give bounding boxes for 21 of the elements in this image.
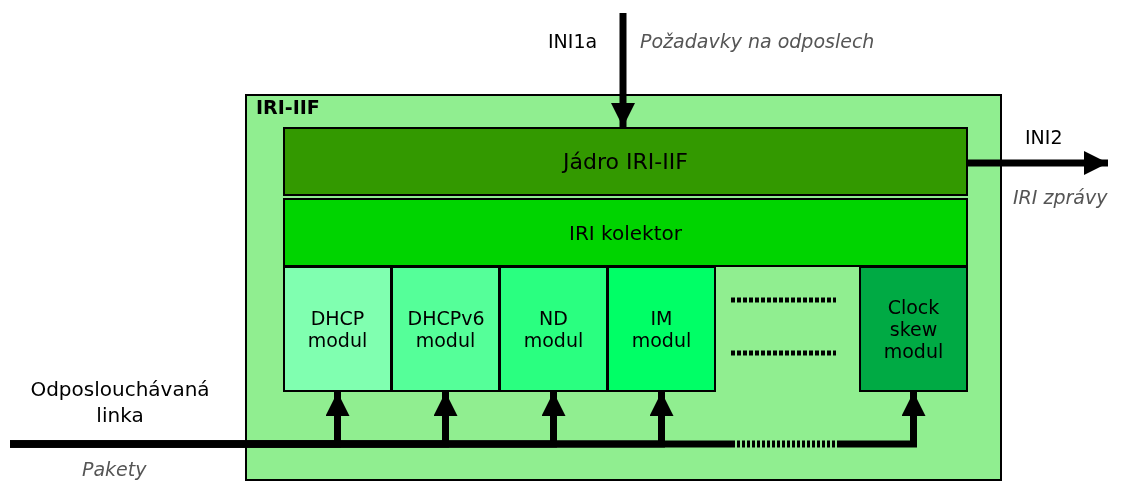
- module-box: [391, 266, 500, 392]
- node-text: Jádro IRI-IIF: [563, 149, 688, 174]
- annotation-text: IRI zprávy: [1013, 186, 1108, 208]
- module-box: [283, 266, 392, 392]
- arrow: [10, 392, 926, 448]
- module-box: [499, 266, 608, 392]
- node-text: ND modul: [522, 307, 585, 351]
- annotation-text: Požadavky na odposlech: [640, 30, 875, 52]
- node-text: IM modul: [630, 307, 693, 351]
- module-box: [859, 266, 968, 392]
- node-caption: Pakety: [82, 458, 147, 480]
- panel-title: IRI-IIF: [256, 96, 320, 118]
- system-panel: [245, 94, 1002, 481]
- node-text: DHCP modul: [306, 307, 369, 351]
- node-text: DHCPv6 modul: [407, 307, 484, 351]
- module-box: [607, 266, 716, 392]
- node-text: IRI kolektor: [569, 220, 682, 245]
- module-box: [283, 198, 968, 267]
- node-text: Odposlouchávaná linka: [29, 376, 211, 428]
- module-box: [283, 127, 968, 196]
- node-text: Clock skew modul: [882, 296, 945, 362]
